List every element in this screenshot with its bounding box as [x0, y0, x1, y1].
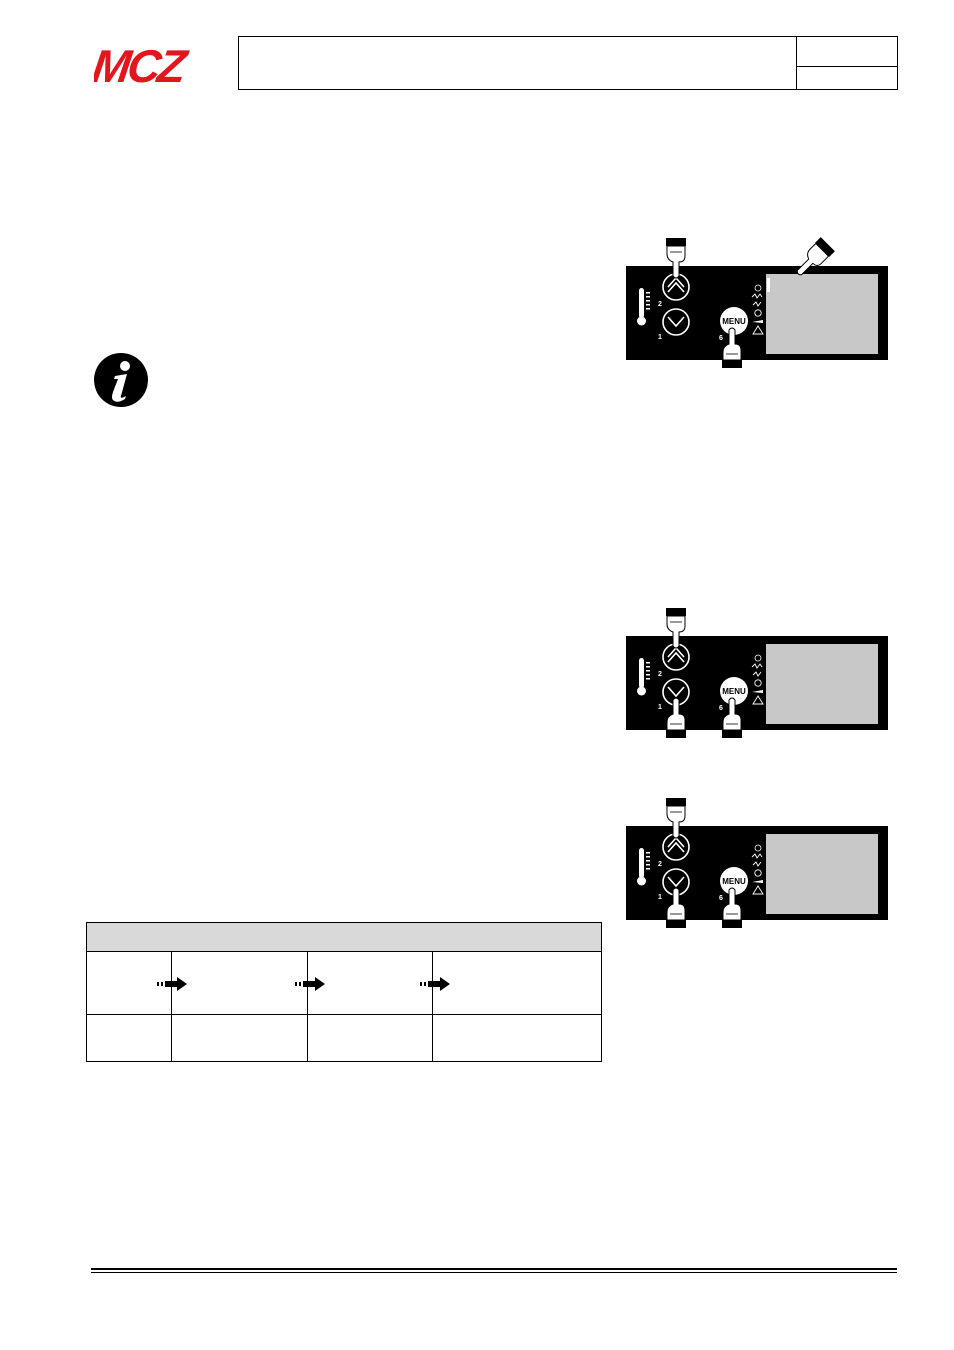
- display-screen: [766, 274, 878, 354]
- footer-rule-thin: [91, 1272, 897, 1273]
- table-row: [87, 1015, 601, 1061]
- arrow-right-icon: [157, 977, 187, 991]
- pointing-hand-icon: [666, 608, 686, 649]
- up-key-number: 2: [658, 861, 662, 868]
- info-icon: [94, 353, 148, 407]
- header-box: [238, 36, 898, 90]
- pointing-hand-icon: [796, 237, 835, 276]
- menu-label: MENU: [722, 687, 746, 696]
- status-icons: [751, 654, 764, 705]
- table-row: [87, 952, 601, 1015]
- menu-button: MENU: [720, 867, 748, 895]
- table-header: [87, 923, 601, 952]
- display-cursor: [767, 278, 770, 292]
- down-key-number: 1: [658, 704, 662, 711]
- table-divider: [432, 952, 433, 1061]
- up-key-number: 2: [658, 301, 662, 308]
- footer-rule: [91, 1268, 897, 1270]
- arrow-right-icon: [295, 977, 325, 991]
- table-divider: [307, 952, 308, 1061]
- menu-key-number: 6: [719, 335, 723, 342]
- status-icons: [751, 844, 764, 895]
- down-key-number: 1: [658, 894, 662, 901]
- thermometer-icon: [637, 288, 650, 326]
- pointing-hand-icon: [666, 697, 686, 738]
- display-screen: [766, 644, 878, 724]
- thermometer-icon: [637, 658, 650, 696]
- header-divider: [796, 37, 797, 89]
- chevron-down-icon: [662, 308, 690, 336]
- header-divider-horizontal: [796, 66, 897, 67]
- control-panel-3: 2 1 MENU 6: [626, 798, 888, 928]
- sequence-table: [86, 922, 602, 1062]
- pointing-hand-icon: [666, 798, 686, 839]
- pointing-hand-icon: [722, 887, 742, 928]
- pointing-hand-icon: [666, 238, 686, 279]
- control-panel-2: 2 1 MENU 6: [626, 608, 888, 738]
- menu-button: MENU: [720, 307, 748, 335]
- mcz-logo: MCZ: [94, 42, 192, 88]
- pointing-hand-icon: [722, 327, 742, 368]
- menu-key-number: 6: [719, 705, 723, 712]
- display-screen: [766, 834, 878, 914]
- menu-label: MENU: [722, 877, 746, 886]
- status-icons: [751, 284, 764, 335]
- menu-label: MENU: [722, 317, 746, 326]
- pointing-hand-icon: [666, 887, 686, 928]
- table-divider: [171, 952, 172, 1061]
- thermometer-icon: [637, 848, 650, 886]
- control-panel-1: 2 1 MENU 6: [626, 237, 888, 368]
- pointing-hand-icon: [722, 697, 742, 738]
- menu-key-number: 6: [719, 895, 723, 902]
- arrow-right-icon: [420, 977, 450, 991]
- down-key-number: 1: [658, 334, 662, 341]
- menu-button: MENU: [720, 677, 748, 705]
- svg-text:MCZ: MCZ: [94, 42, 192, 88]
- up-key-number: 2: [658, 671, 662, 678]
